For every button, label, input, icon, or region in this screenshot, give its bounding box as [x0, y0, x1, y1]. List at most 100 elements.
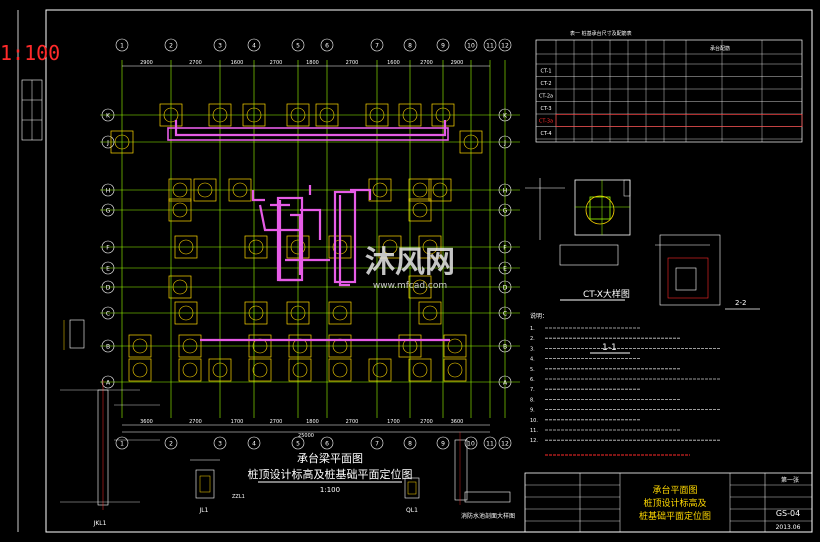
- dimension-text: 2700: [270, 419, 283, 425]
- tb-title-2: 桩顶设计标高及: [643, 497, 706, 509]
- axis-label-bottom: 1: [120, 441, 124, 448]
- axis-label-right: H: [503, 188, 508, 195]
- drawing-frame: [45, 9, 813, 533]
- axis-bubble-left: [101, 339, 115, 353]
- pile: [252, 362, 268, 378]
- axis-bubble-right: [498, 108, 512, 122]
- pile: [248, 239, 264, 255]
- axis-label-top: 4: [252, 43, 256, 50]
- axis-label-top: 5: [296, 43, 300, 50]
- table-row-id: CT-2a: [539, 94, 553, 100]
- axis-label-bottom: 11: [486, 441, 494, 448]
- axis-label-bottom: 8: [408, 441, 412, 448]
- axis-bubble-top: [370, 38, 384, 52]
- axis-label-left: J: [106, 140, 109, 147]
- pile: [435, 107, 451, 123]
- axis-label-right: E: [503, 266, 507, 273]
- pile: [178, 305, 194, 321]
- tie-beam: [290, 213, 302, 275]
- axis-label-bottom: 3: [218, 441, 222, 448]
- table-row-id: CT-3: [540, 106, 551, 112]
- axis-label-bottom: 4: [252, 441, 256, 448]
- axis-label-right: D: [503, 285, 508, 292]
- axis-bubble-bottom: [247, 436, 261, 450]
- axis-bubble-bottom: [320, 436, 334, 450]
- axis-bubble-bottom: [436, 436, 450, 450]
- dimension-text: 2700: [189, 60, 202, 66]
- axis-label-left: G: [106, 208, 111, 215]
- pile: [382, 239, 398, 255]
- axis-label-right: F: [503, 245, 507, 252]
- small-details: JKL1 JL1 ZZL1 QL1 消防水池剖面大样图: [60, 319, 515, 527]
- pile: [163, 107, 179, 123]
- overall-dimension: 25000: [298, 433, 314, 439]
- pile: [412, 202, 428, 218]
- pile: [292, 362, 308, 378]
- axis-bubble-left: [101, 306, 115, 320]
- pile: [172, 279, 188, 295]
- axis-bubble-left: [101, 240, 115, 254]
- dimension-text: 2700: [270, 60, 283, 66]
- axis-label-left: A: [106, 380, 111, 387]
- pile-cap: [193, 178, 217, 202]
- dimension-text: 2900: [140, 60, 153, 66]
- axis-label-left: E: [106, 266, 110, 273]
- axis-bubble-bottom: [403, 436, 417, 450]
- pile: [447, 338, 463, 354]
- pile-cap: [288, 358, 312, 382]
- pile-cap: [368, 358, 392, 382]
- pile: [114, 134, 130, 150]
- axis-label-top: 7: [375, 43, 379, 50]
- pile-cap: [443, 334, 467, 358]
- axis-label-top: 1: [120, 43, 124, 50]
- dimension-text: 2700: [420, 60, 433, 66]
- pile: [412, 279, 428, 295]
- pile-cap: [208, 103, 232, 127]
- pile-cap: [159, 103, 183, 127]
- dimension-text: 1700: [387, 419, 400, 425]
- pile-cap: [242, 103, 266, 127]
- axis-label-bottom: 10: [467, 441, 475, 448]
- axis-bubble-right: [498, 135, 512, 149]
- axis-bubble-top: [320, 38, 334, 52]
- axis-label-right: G: [503, 208, 508, 215]
- axis-label-left: D: [106, 285, 111, 292]
- axis-bubble-bottom: [213, 436, 227, 450]
- pile: [412, 182, 428, 198]
- axis-label-bottom: 12: [501, 441, 509, 448]
- axis-label-bottom: 6: [325, 441, 329, 448]
- scale-label: 1:100: [0, 41, 60, 65]
- axis-label-bottom: 9: [441, 441, 445, 448]
- pile: [290, 107, 306, 123]
- tie-beam: [350, 188, 372, 200]
- axis-bubble-top: [164, 38, 178, 52]
- pile-cap: [110, 130, 134, 154]
- axis-bubble-bottom: [164, 436, 178, 450]
- axis-bubble-right: [498, 261, 512, 275]
- watermark-url: www.mfcad.com: [373, 281, 447, 291]
- pile: [182, 362, 198, 378]
- axis-bubble-top: [464, 38, 478, 52]
- note-number: 12.: [530, 438, 538, 444]
- axis-bubble-bottom: [291, 436, 305, 450]
- pile: [172, 202, 188, 218]
- tie-beam: [258, 204, 300, 232]
- plan-title-1: 承台梁平面图: [297, 451, 363, 465]
- note-number: 9.: [530, 408, 535, 414]
- note-number: 8.: [530, 397, 535, 403]
- dimension-text: 1600: [387, 60, 400, 66]
- pile: [447, 362, 463, 378]
- axis-label-top: 8: [408, 43, 412, 50]
- axis-label-right: C: [503, 311, 507, 318]
- pile-cap-table: 表一 桩基承台尺寸及配筋表 承台配筋 CT-1CT-2CT-2aCT-3CT-3…: [535, 30, 803, 143]
- axis-label-top: 12: [501, 43, 509, 50]
- axis-label-right: K: [503, 113, 508, 120]
- axis-bubble-left: [101, 183, 115, 197]
- pile: [132, 338, 148, 354]
- dimension-text: 2700: [189, 419, 202, 425]
- core-wall: [333, 190, 357, 284]
- pile-cap: [178, 334, 202, 358]
- pile-cap: [286, 235, 310, 259]
- axis-label-right: J: [503, 140, 506, 147]
- axis-bubble-bottom: [498, 436, 512, 450]
